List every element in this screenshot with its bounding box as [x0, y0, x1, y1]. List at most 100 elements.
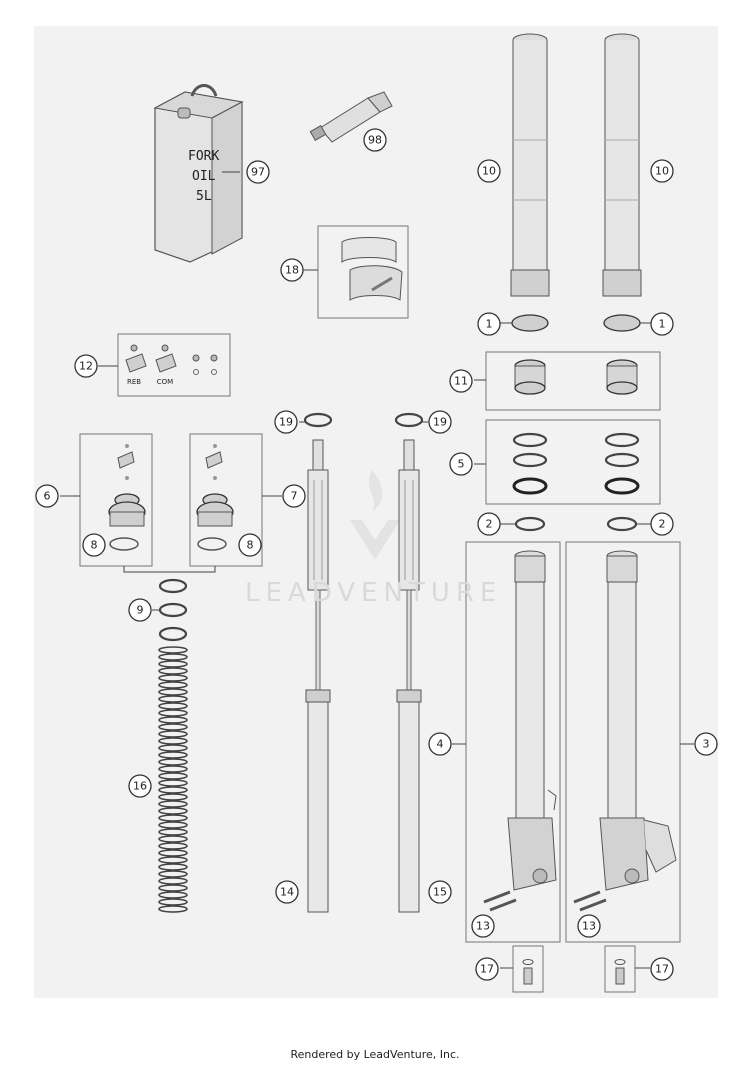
- footer-credit: Rendered by LeadVenture, Inc.: [290, 1048, 460, 1061]
- part-box-4: [465, 541, 561, 943]
- svg-text:11: 11: [454, 375, 468, 388]
- part-box-18: [317, 225, 409, 319]
- svg-text:15: 15: [433, 886, 447, 899]
- callout-10-left: 10: [477, 159, 501, 183]
- svg-text:19: 19: [433, 416, 447, 429]
- callout-9: 9: [128, 598, 152, 622]
- compression-label: COM: [157, 378, 173, 386]
- oil-seals: [514, 359, 638, 395]
- spring-coil: [158, 842, 188, 850]
- part-box-6: [79, 433, 153, 567]
- callout-14: 14: [275, 880, 299, 904]
- svg-text:97: 97: [251, 166, 265, 179]
- cap-assembly-right: [196, 444, 234, 551]
- callout-16: 16: [128, 774, 152, 798]
- spring-coil: [158, 695, 188, 703]
- svg-text:4: 4: [437, 738, 444, 751]
- spring-coil: [158, 709, 188, 717]
- callout-1-left: 1: [477, 312, 501, 336]
- spring-coil: [158, 891, 188, 899]
- spring-coil: [158, 688, 188, 696]
- svg-text:1: 1: [486, 318, 493, 331]
- svg-text:18: 18: [285, 264, 299, 277]
- callout-1-right: 1: [650, 312, 674, 336]
- callout-19-left: 19: [274, 410, 298, 434]
- callout-97: 97: [246, 160, 270, 184]
- bushings: [512, 432, 640, 495]
- svg-text:12: 12: [79, 360, 93, 373]
- fork-oil-can: FORK OIL 5L: [153, 84, 244, 263]
- spring-coil: [158, 653, 188, 661]
- svg-text:14: 14: [280, 886, 294, 899]
- spring-coil: [158, 716, 188, 724]
- can-label-line3: 5L: [196, 189, 212, 204]
- spring-coil: [158, 884, 188, 892]
- callout-98: 98: [363, 128, 387, 152]
- spring-coil: [158, 660, 188, 668]
- callout-12: 12: [74, 354, 98, 378]
- callout-8-left: 8: [82, 533, 106, 557]
- svg-text:98: 98: [368, 134, 382, 147]
- callout-7: 7: [282, 484, 306, 508]
- inner-tube-left: [507, 550, 557, 891]
- spring-coil: [158, 877, 188, 885]
- callout-10-right: 10: [650, 159, 674, 183]
- spring-coil: [158, 744, 188, 752]
- part-box-5: [485, 419, 661, 505]
- svg-text:5: 5: [458, 458, 465, 471]
- cap-assembly-left: [108, 444, 146, 551]
- watermark-text: LEADVENTURE: [245, 578, 503, 608]
- spring-coil: [158, 905, 188, 913]
- spring-coil: [158, 828, 188, 836]
- adjuster-hardware: REB COM: [125, 344, 218, 386]
- callout-2-left: 2: [477, 512, 501, 536]
- cartridge-left: [303, 412, 333, 913]
- rebound-label: REB: [127, 378, 141, 386]
- spring-coil: [158, 723, 188, 731]
- spring-coil: [158, 898, 188, 906]
- bottom-bolts: [522, 959, 626, 985]
- svg-text:17: 17: [655, 963, 669, 976]
- part-box-17-right: [604, 945, 636, 993]
- svg-text:2: 2: [659, 518, 666, 531]
- spring-coil: [158, 758, 188, 766]
- spring-coil: [158, 730, 188, 738]
- spring-coil: [158, 800, 188, 808]
- callout-19-right: 19: [428, 410, 452, 434]
- svg-text:8: 8: [91, 539, 98, 552]
- can-label-line1: FORK: [188, 149, 219, 164]
- callout-18: 18: [280, 258, 304, 282]
- callout-4: 4: [428, 732, 452, 756]
- spring-coil: [158, 856, 188, 864]
- svg-text:2: 2: [486, 518, 493, 531]
- callout-17-left: 17: [475, 957, 499, 981]
- svg-text:16: 16: [133, 780, 147, 793]
- part-box-3: [565, 541, 681, 943]
- callout-11: 11: [449, 369, 473, 393]
- spring-coil: [158, 674, 188, 682]
- svg-text:6: 6: [44, 490, 51, 503]
- callout-6: 6: [35, 484, 59, 508]
- fork-spring: [158, 646, 188, 913]
- svg-text:7: 7: [291, 490, 298, 503]
- svg-text:13: 13: [582, 920, 596, 933]
- svg-text:1: 1: [659, 318, 666, 331]
- part-box-12: [117, 333, 231, 397]
- callout-13-left: 13: [471, 914, 495, 938]
- axle-bolts: [483, 890, 607, 912]
- spring-coil: [158, 681, 188, 689]
- svg-text:9: 9: [137, 604, 144, 617]
- spring-coil: [158, 786, 188, 794]
- part-box-11: [485, 351, 661, 411]
- svg-text:13: 13: [476, 920, 490, 933]
- spring-coil: [158, 779, 188, 787]
- svg-text:17: 17: [480, 963, 494, 976]
- can-label-line2: OIL: [192, 169, 216, 184]
- svg-text:8: 8: [247, 539, 254, 552]
- spring-coil: [158, 814, 188, 822]
- cap-leader: [123, 566, 216, 573]
- spring-coil: [158, 772, 188, 780]
- spring-coil: [158, 751, 188, 759]
- svg-text:3: 3: [703, 738, 710, 751]
